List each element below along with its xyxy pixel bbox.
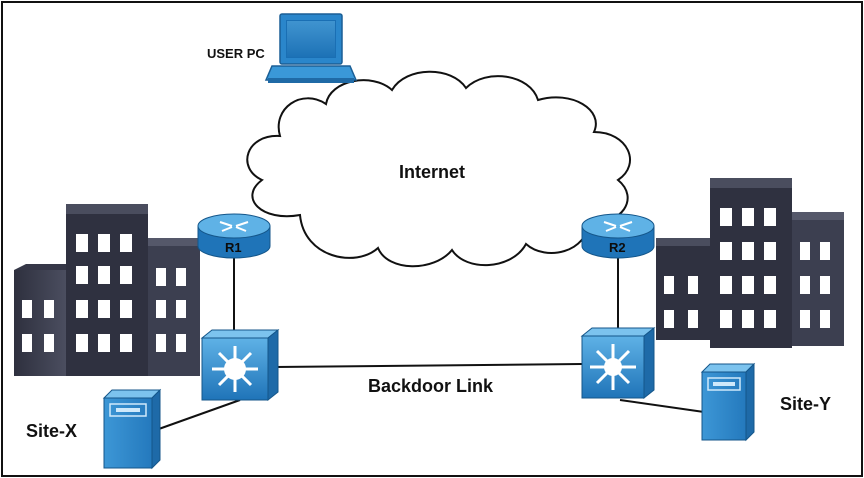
- backdoor-link-label: Backdoor Link: [368, 376, 494, 396]
- link-switch-y-server-y: [619, 399, 705, 413]
- cloud-icon: [246, 70, 631, 268]
- server-icon: [102, 388, 162, 470]
- site-y-label: Site-Y: [780, 394, 831, 414]
- router-icon: [197, 213, 271, 259]
- switch-icon: [580, 326, 656, 400]
- links: [155, 258, 705, 431]
- building-icon: [656, 178, 844, 348]
- switch-icon: [200, 328, 280, 402]
- internet-label: Internet: [399, 162, 465, 182]
- laptop-icon: [264, 13, 358, 83]
- backdoor-link-line: [274, 363, 583, 368]
- building-icon: [14, 204, 200, 376]
- link-switch-x-server-x: [155, 399, 241, 431]
- r2-label: R2: [609, 240, 626, 255]
- server-icon: [700, 362, 756, 442]
- router-icon: [581, 213, 655, 259]
- r1-label: R1: [225, 240, 242, 255]
- user-pc-label: USER PC: [207, 46, 265, 61]
- site-x-label: Site-X: [26, 421, 77, 441]
